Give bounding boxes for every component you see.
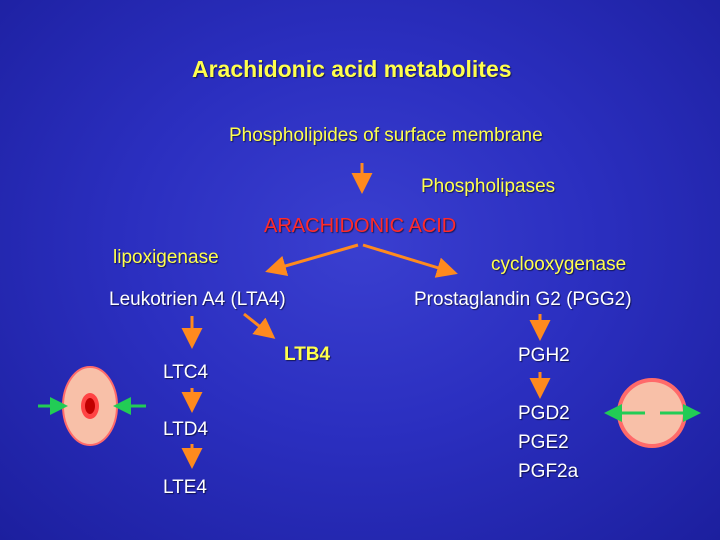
pgg2-label: Prostaglandin G2 (PGG2) xyxy=(414,289,632,310)
arrow-lta4-to-ltb4 xyxy=(243,312,276,339)
lte4-label: LTE4 xyxy=(163,477,208,498)
ltb4-label: LTB4 xyxy=(284,344,331,365)
slide-title: Arachidonic acid metabolites xyxy=(192,56,512,82)
cell-left-icon xyxy=(62,366,118,446)
pge2-label: PGE2 xyxy=(518,432,569,453)
lta4-label: Leukotrien A4 (LTA4) xyxy=(109,289,286,310)
arrow-aa-to-lipoxigenase xyxy=(265,243,359,277)
arachidonic-acid-label: ARACHIDONIC ACID xyxy=(264,215,457,237)
ltd4-label: LTD4 xyxy=(163,419,209,440)
lipoxigenase-label: lipoxigenase xyxy=(113,247,219,268)
arrow-aa-to-cyclooxygenase xyxy=(362,243,458,278)
phospholipases-label: Phospholipases xyxy=(421,176,556,197)
ltc4-label: LTC4 xyxy=(163,362,209,383)
membrane-label: Phospholipides of surface membrane xyxy=(229,125,543,146)
cyclooxygenase-label: cyclooxygenase xyxy=(491,254,627,275)
pgd2-label: PGD2 xyxy=(518,403,570,424)
pgh2-label: PGH2 xyxy=(518,345,570,366)
cell-right-icon xyxy=(617,378,687,448)
pgf2a-label: PGF2a xyxy=(518,461,579,482)
